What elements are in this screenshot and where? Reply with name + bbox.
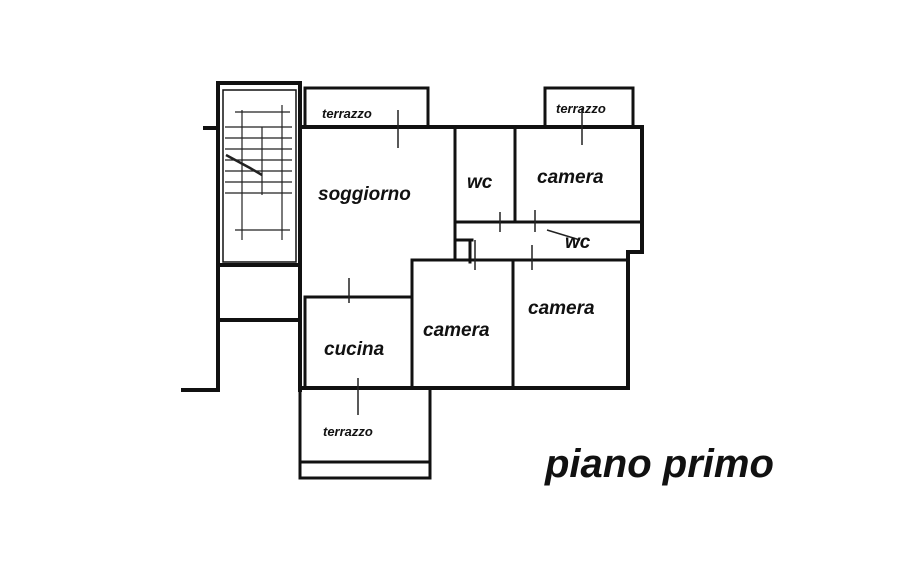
walls <box>181 81 644 480</box>
room-label-camera-1: camera <box>537 167 604 188</box>
room-label-camera-2: camera <box>528 298 595 319</box>
room-label-terrazzo-bottom: terrazzo <box>323 424 373 439</box>
room-label-wc-1: wc <box>467 172 493 193</box>
plan-title: piano primo <box>545 442 774 486</box>
room-label-wc-2: wc <box>565 232 591 253</box>
stairs <box>225 105 292 240</box>
room-label-soggiorno: soggiorno <box>318 184 411 205</box>
room-label-terrazzo-top-right: terrazzo <box>556 101 606 116</box>
room-label-cucina: cucina <box>324 339 385 360</box>
room-label-camera-3: camera <box>423 320 490 341</box>
door-markers <box>348 108 583 415</box>
room-label-terrazzo-top-left: terrazzo <box>322 106 372 121</box>
